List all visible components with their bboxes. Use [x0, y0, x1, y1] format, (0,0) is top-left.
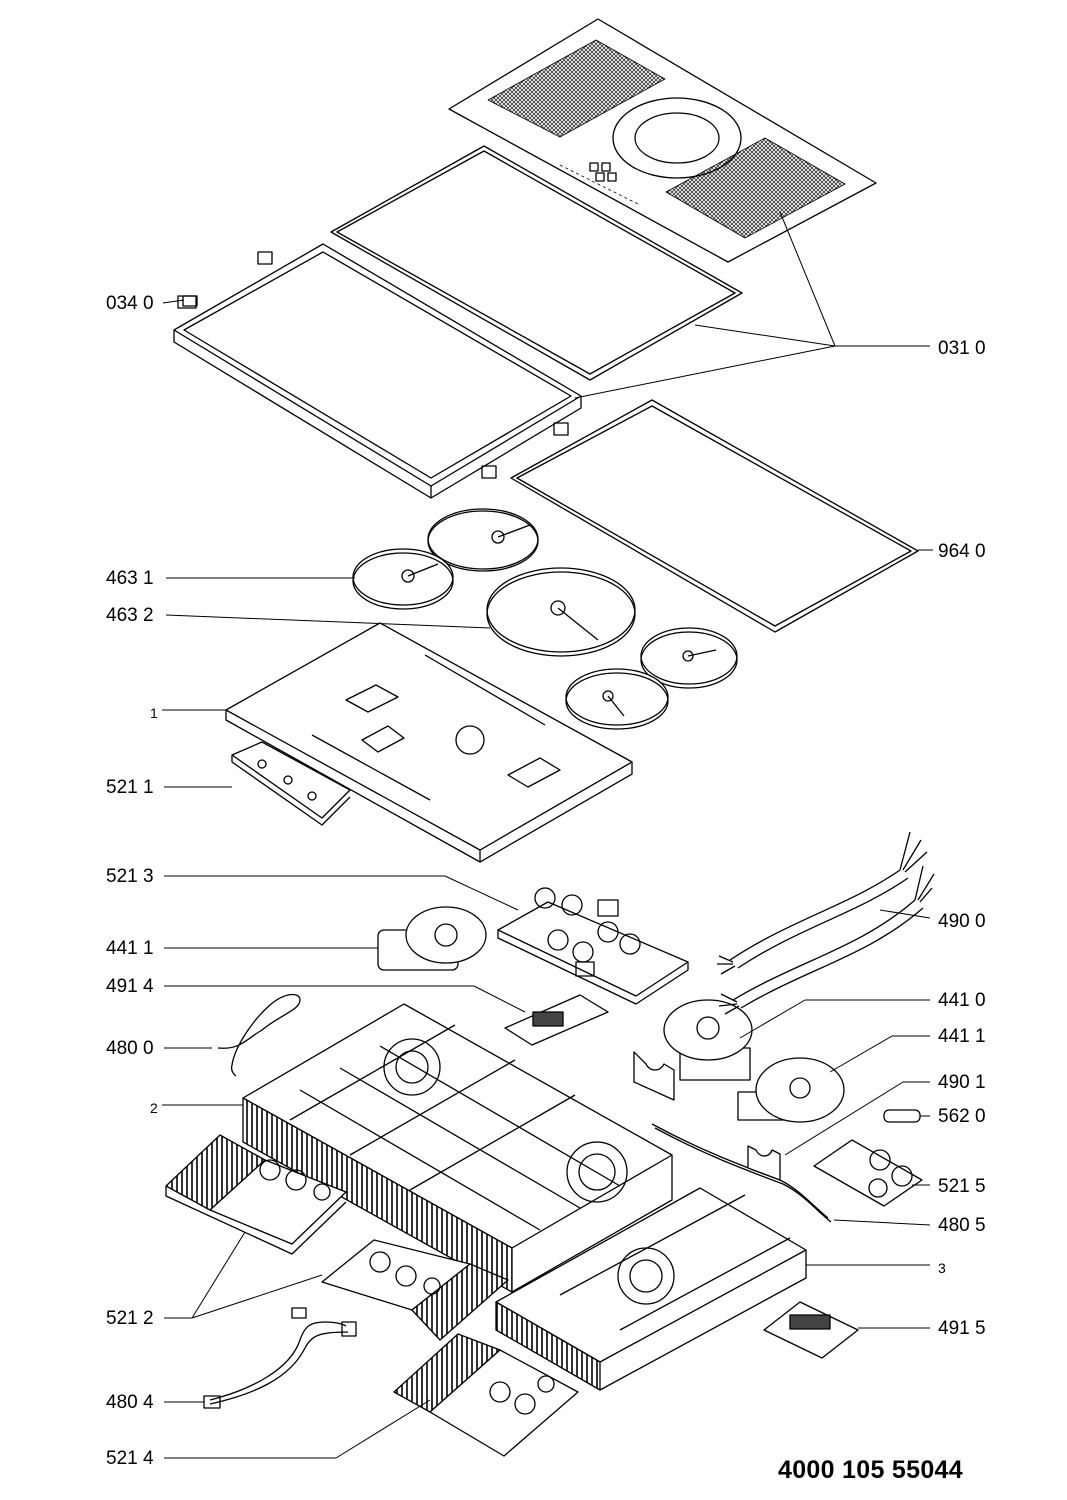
power-board	[497, 887, 689, 1005]
wire-sensor	[217, 993, 301, 1077]
label-441-1-left: 441 1	[106, 938, 154, 959]
label-562-0: 562 0	[938, 1106, 986, 1127]
label-463-1: 463 1	[106, 568, 154, 589]
top-gasket	[330, 145, 743, 381]
upper-frame	[173, 243, 582, 499]
control-board-small	[231, 741, 351, 826]
label-031-0: 031 0	[938, 338, 986, 359]
label-480-4: 480 4	[106, 1392, 154, 1413]
display-board-small	[763, 1301, 859, 1359]
glass-top-plate	[448, 18, 877, 263]
label-521-4: 521 4	[106, 1448, 154, 1469]
label-491-4: 491 4	[106, 976, 154, 997]
label-441-1-right: 441 1	[938, 1026, 986, 1047]
label-480-0: 480 0	[106, 1038, 154, 1059]
document-number: 4000 105 55044	[778, 1456, 963, 1484]
label-2: 2	[150, 1100, 158, 1116]
label-521-5: 521 5	[938, 1176, 986, 1197]
label-463-2: 463 2	[106, 605, 154, 626]
label-3: 3	[938, 1260, 946, 1276]
label-491-5: 491 5	[938, 1318, 986, 1339]
leader-lines	[162, 211, 933, 1459]
base-housing-large	[242, 1003, 673, 1293]
lower-gasket	[510, 399, 919, 633]
label-1: 1	[150, 705, 158, 721]
inverter-boards	[165, 1134, 579, 1457]
label-034-0: 034 0	[106, 293, 154, 314]
label-521-3: 521 3	[106, 866, 154, 887]
label-490-1: 490 1	[938, 1072, 986, 1093]
label-441-0: 441 0	[938, 990, 986, 1011]
label-521-2: 521 2	[106, 1308, 154, 1329]
support-tray	[225, 622, 633, 863]
induction-coils	[352, 508, 738, 730]
cooling-fans	[377, 906, 845, 1123]
label-480-5: 480 5	[938, 1215, 986, 1236]
small-parts	[177, 295, 923, 1223]
label-964-0: 964 0	[938, 541, 986, 562]
label-521-1: 521 1	[106, 777, 154, 798]
wire-harness	[203, 1307, 357, 1409]
base-housing-small	[495, 1187, 807, 1391]
label-490-0: 490 0	[938, 911, 986, 932]
display-board	[504, 994, 609, 1046]
mains-cables	[717, 831, 935, 1015]
